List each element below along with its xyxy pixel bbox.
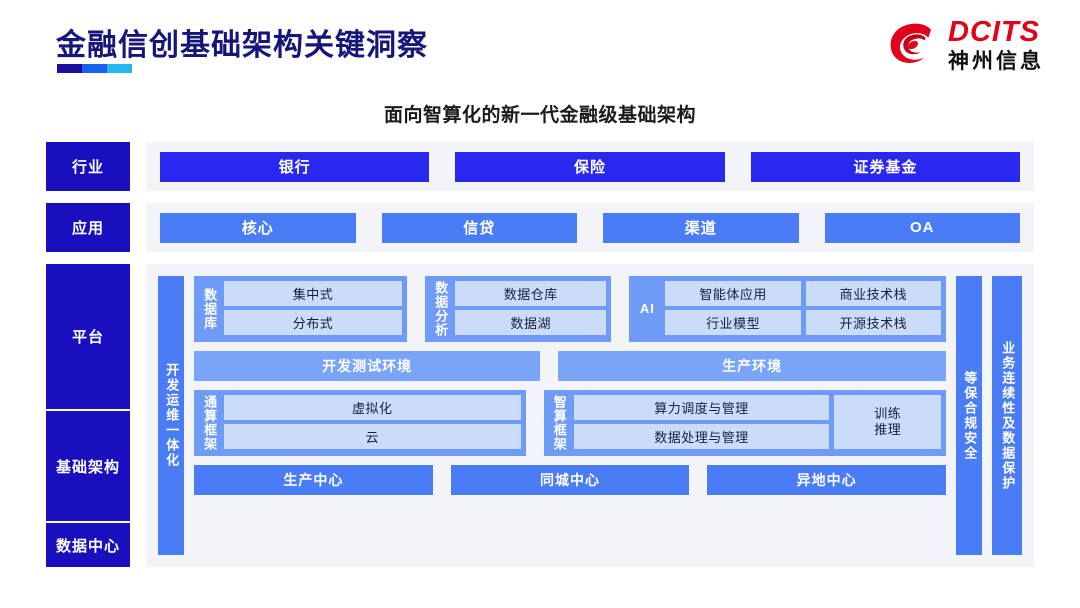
group-general-compute: 通算框架 虚拟化 云 [194,390,526,456]
brand-logo: DCITS 神州信息 [886,18,1044,72]
application-band: 核心 信贷 渠道 OA [146,203,1034,252]
dc-production-center[interactable]: 生产中心 [194,465,433,495]
rail-infrastructure: 基础架构 [46,411,130,521]
swirl-logo-icon [890,23,931,63]
compute-tier: 通算框架 虚拟化 云 智算框架 算力调度与管理 数据处理与 [194,390,946,456]
group-database-label: 数据库 [202,288,218,330]
page-title: 金融信创基础架构关键洞察 [56,29,428,62]
group-database: 数据库 集中式 分布式 [194,276,408,342]
cell-data-warehouse[interactable]: 数据仓库 [455,281,607,306]
subtitle: 面向智算化的新一代金融级基础架构 [383,105,696,126]
center-stack: 数据库 集中式 分布式 数据分析 数据仓库 数据湖 [194,276,947,555]
rail-application: 应用 [46,203,130,252]
dc-remote-center[interactable]: 异地中心 [707,465,947,495]
cell-industry-model[interactable]: 行业模型 [665,310,801,335]
platform-tier: 数据库 集中式 分布式 数据分析 数据仓库 数据湖 [194,276,947,342]
cell-agent-application[interactable]: 智能体应用 [665,281,801,306]
cell-cloud[interactable]: 云 [224,424,521,449]
cell-commercial-stack[interactable]: 商业技术栈 [805,281,942,306]
group-intelligent-compute: 智算框架 算力调度与管理 数据处理与管理 训练 推理 [543,390,946,456]
group-data-analysis-label: 数据分析 [433,281,449,337]
platform-infrastructure-band: 开发运维一体化 数据库 集中式 分布式 数据分析 [146,264,1034,567]
cell-virtualization[interactable]: 虚拟化 [224,395,521,420]
datacenter-tier: 生产中心 同城中心 异地中心 [194,465,947,495]
cell-opensource-stack[interactable]: 开源技术栈 [805,310,942,335]
rail-industry: 行业 [46,142,130,191]
cell-data-processing[interactable]: 数据处理与管理 [573,424,830,449]
industry-band: 银行 保险 证券基金 [146,142,1034,191]
architecture-diagram: 行业 应用 平台 基础架构 数据中心 银行 保险 证券基金 核心 信贷 渠道 O… [46,142,1034,567]
cell-infer-label: 推理 [874,422,902,437]
group-data-analysis: 数据分析 数据仓库 数据湖 [425,276,612,342]
vertical-devops-column: 开发运维一体化 [158,276,184,555]
vertical-compliance-column: 等保合规安全 [956,276,982,555]
rail-platform: 平台 [46,264,130,409]
env-dev-test[interactable]: 开发测试环境 [194,351,541,381]
cell-train-infer[interactable]: 训练 推理 [834,395,941,449]
cell-distributed[interactable]: 分布式 [224,310,403,335]
cell-train-label: 训练 [874,405,902,421]
logo-text-en: DCITS [948,16,1040,48]
title-underline-bar [57,64,132,73]
industry-item-bank[interactable]: 银行 [160,151,430,182]
dc-metro-center[interactable]: 同城中心 [450,465,690,495]
group-general-compute-label: 通算框架 [202,395,218,451]
group-intelligent-compute-label: 智算框架 [551,395,567,451]
application-item-credit[interactable]: 信贷 [381,212,577,243]
industry-item-securities[interactable]: 证券基金 [750,151,1020,182]
group-ai-label: AI [639,300,655,316]
logo-text-cn: 神州信息 [948,50,1044,73]
env-production[interactable]: 生产环境 [558,351,946,381]
cell-data-lake[interactable]: 数据湖 [455,310,607,335]
application-item-channel[interactable]: 渠道 [603,212,799,243]
industry-item-insurance[interactable]: 保险 [455,151,725,182]
cell-compute-scheduling[interactable]: 算力调度与管理 [573,395,830,420]
vertical-continuity-column: 业务连续性及数据保护 [992,276,1022,555]
group-ai: AI 智能体应用 行业模型 商业技术栈 开源技术栈 [629,276,947,342]
application-item-oa[interactable]: OA [824,212,1020,243]
environment-tier: 开发测试环境 生产环境 [194,351,946,381]
rail-datacenter: 数据中心 [46,523,130,567]
application-item-core[interactable]: 核心 [160,212,356,243]
cell-centralized[interactable]: 集中式 [224,281,403,306]
